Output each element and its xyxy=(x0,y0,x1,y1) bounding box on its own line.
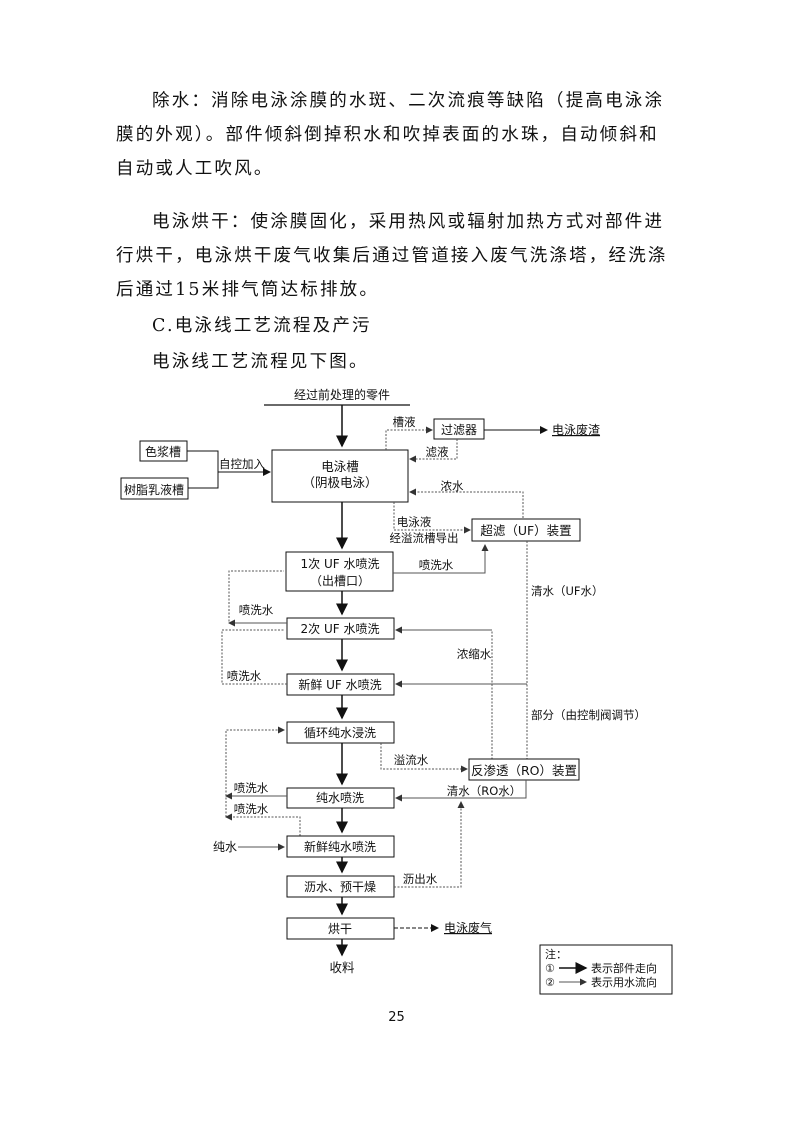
auto-add-label: 自控加入 xyxy=(219,457,265,471)
uf2-box-label: 2次 UF 水喷洗 xyxy=(301,622,380,636)
concentrated-water-label: 浓缩水 xyxy=(457,647,492,661)
overflow-water-label: 溢流水 xyxy=(394,753,429,767)
circ-pure-box xyxy=(286,721,395,744)
uf1-sublabel: （出槽口） xyxy=(310,574,370,588)
ep-liquid-label: 电泳液 xyxy=(397,515,432,529)
tank-liquid-line xyxy=(385,426,433,450)
uf-device-box xyxy=(471,518,581,542)
input-label: 经过前处理的零件 xyxy=(294,387,390,402)
feed-lines xyxy=(187,450,219,489)
pure-water-label: 纯水 xyxy=(213,840,237,854)
clear-ro-line xyxy=(395,780,527,802)
legend-item-1: 表示部件走向 xyxy=(591,961,657,975)
fresh-pure-label: 新鲜纯水喷洗 xyxy=(304,839,376,854)
legend-item-2: 表示用水流向 xyxy=(591,975,657,989)
ep-liquid-line xyxy=(393,502,471,534)
page-number: 25 xyxy=(388,1010,405,1025)
circ-pure-label: 循环纯水浸洗 xyxy=(304,726,376,740)
ep-waste-residue-label: 电泳废渣 xyxy=(552,422,600,437)
fresh-uf-spray-line xyxy=(221,629,287,685)
drain-water-label: 沥出水 xyxy=(403,872,438,886)
spray-water-2-label: 喷洗水 xyxy=(239,603,274,617)
via-overflow-label: 经溢流槽导出 xyxy=(390,531,459,545)
ep-tank-label: 电泳槽 xyxy=(321,459,359,474)
uf1-box xyxy=(285,551,394,592)
paragraph-dewatering: 除水：消除电泳涂膜的水斑、二次流痕等缺陷（提高电泳涂膜的外观）。部件倾斜倒掉积水… xyxy=(116,91,665,179)
uf2-box xyxy=(286,617,395,640)
legend-title: 注： xyxy=(545,947,567,961)
legend-num-1: ① xyxy=(545,962,555,975)
circ-return-line xyxy=(225,726,285,817)
spray-water-uf1-label: 喷洗水 xyxy=(419,558,454,572)
concentrate-label: 浓水 xyxy=(441,479,464,493)
ep-waste-gas-label: 电泳废气 xyxy=(444,920,492,935)
ep-tank-box xyxy=(271,449,409,503)
concentrate-line xyxy=(409,488,524,518)
fresh-pure-spray-out xyxy=(225,813,301,836)
drain-water-line xyxy=(394,801,465,888)
ep-tank-sublabel: （阴极电泳） xyxy=(302,475,377,490)
drain-predry-label: 沥水、预干燥 xyxy=(304,880,376,894)
spray-water-4-label: 喷洗水 xyxy=(234,781,269,795)
clear-ro-label: 清水（RO水） xyxy=(447,784,522,798)
partial-label: 部分（由控制阀调节） xyxy=(531,708,646,722)
bake-label: 烘干 xyxy=(328,922,352,936)
overflow-line xyxy=(380,743,468,773)
pigment-tank-label: 色浆槽 xyxy=(145,444,181,459)
pure-spray-box xyxy=(286,787,395,809)
section-heading: C.电泳线工艺流程及产污 xyxy=(152,316,372,336)
resin-tank-label: 树脂乳液槽 xyxy=(124,482,184,497)
legend-num-2: ② xyxy=(545,976,555,989)
uf1-spray-line xyxy=(393,544,489,574)
clear-uf-label: 清水（UF水） xyxy=(531,584,604,598)
ro-device-label: 反渗透（RO）装置 xyxy=(471,763,577,778)
tank-liquid-label: 槽液 xyxy=(393,415,416,429)
legend-box xyxy=(539,944,673,995)
diagram-intro: 电泳线工艺流程见下图。 xyxy=(152,352,369,372)
ro-device-box xyxy=(468,758,580,781)
fresh-pure-box xyxy=(286,835,395,858)
paragraph-baking: 电泳烘干：使涂膜固化，采用热风或辐射加热方式对部件进行烘干，电泳烘干废气收集后通… xyxy=(116,212,668,300)
collect-label: 收料 xyxy=(329,960,355,975)
spray-water-5-label: 喷洗水 xyxy=(234,802,269,816)
fresh-uf-label: 新鲜 UF 水喷洗 xyxy=(298,677,381,692)
pure-spray-label: 纯水喷洗 xyxy=(316,791,364,805)
uf1-label: 1次 UF 水喷洗 xyxy=(301,557,380,571)
filtrate-label: 滤液 xyxy=(426,445,449,459)
filter-box xyxy=(433,418,485,440)
spray-water-3-label: 喷洗水 xyxy=(227,669,262,683)
filter-label: 过滤器 xyxy=(441,423,477,437)
uf-device-label: 超滤（UF）装置 xyxy=(480,523,571,538)
